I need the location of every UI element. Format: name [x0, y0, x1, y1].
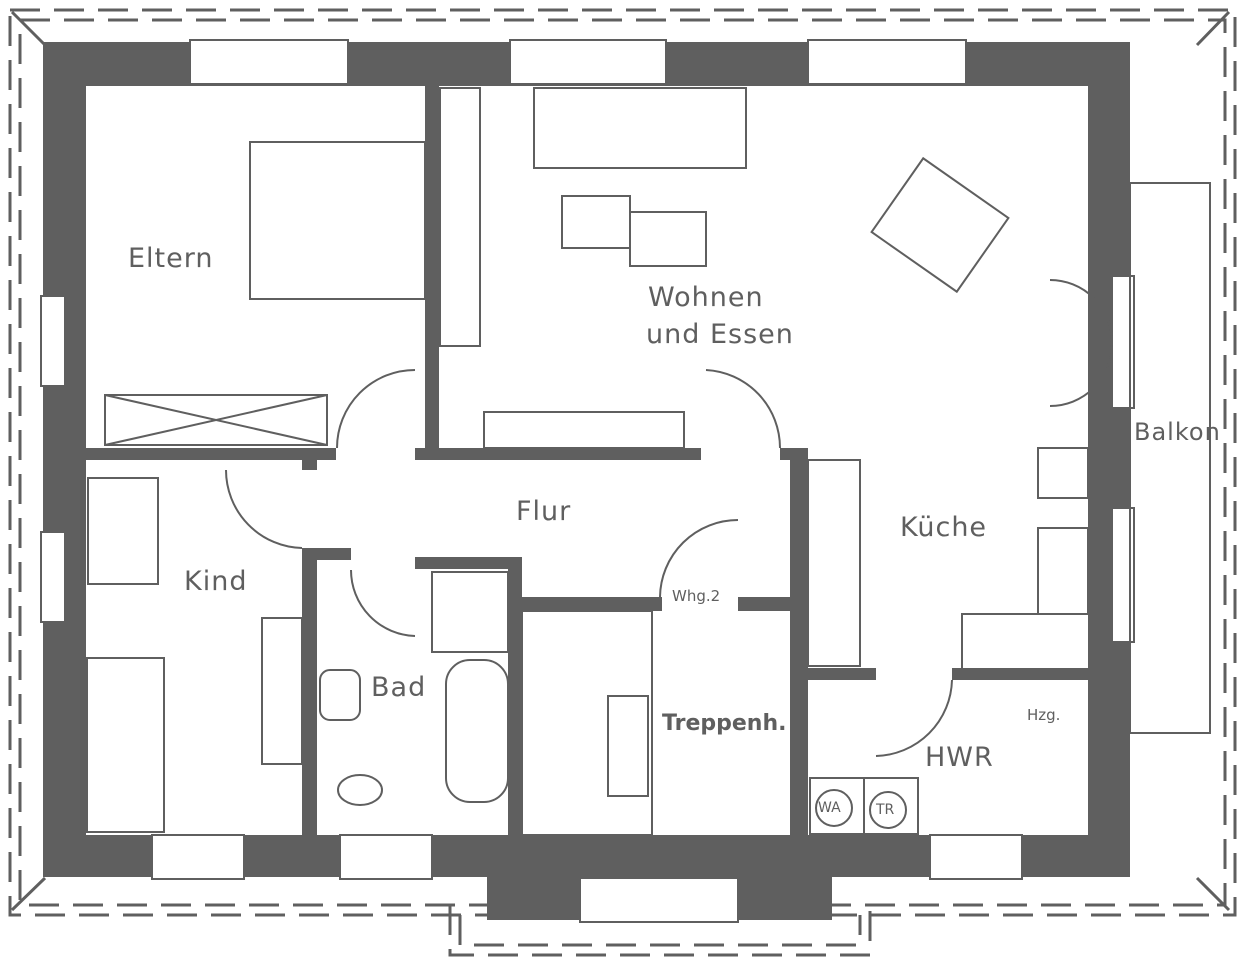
double-bed [249, 141, 426, 300]
coffee-table [629, 211, 707, 267]
room-label-wohnen: Wohnen [648, 282, 764, 313]
room-label-eltern: Eltern [128, 243, 214, 274]
fridge [1037, 447, 1089, 499]
toilet [337, 774, 383, 806]
sink [319, 669, 361, 721]
walls [43, 42, 1130, 920]
kitchen-sink [1037, 527, 1089, 615]
room-label-balkon: Balkon [1134, 418, 1221, 446]
staircase [521, 610, 653, 836]
wardrobe-eltern [104, 394, 328, 446]
windows [40, 39, 1135, 923]
balcony-railing [1129, 182, 1211, 734]
dryer-label: TR [876, 802, 895, 818]
unit-label-whg2: Whg.2 [672, 587, 721, 605]
sofa [533, 87, 747, 169]
room-label-treppenhaus: Treppenh. [662, 711, 787, 736]
heating-label: Hzg. [1027, 706, 1061, 724]
room-label-essen: und Essen [646, 319, 794, 350]
wardrobe-kind [261, 617, 303, 765]
room-label-kueche: Küche [900, 512, 988, 543]
dryer [863, 777, 919, 835]
child-bed [86, 657, 165, 833]
door-swings [225, 279, 1113, 757]
room-label-kind: Kind [184, 566, 248, 597]
dining-table [870, 156, 1010, 294]
roof-outline [8, 8, 1237, 957]
bathtub [445, 659, 509, 803]
room-label-hwr: HWR [925, 742, 994, 773]
roof-corners [10, 10, 1231, 912]
room-label-bad: Bad [371, 672, 427, 703]
shower [431, 571, 509, 653]
armchair [561, 195, 631, 249]
washer-label: WA [818, 800, 841, 816]
desk [87, 477, 159, 585]
furniture [86, 87, 1211, 836]
room-label-flur: Flur [516, 496, 572, 527]
shelf [439, 87, 481, 347]
tv-cabinet [483, 411, 685, 449]
kitchen-counter-left [807, 459, 861, 667]
